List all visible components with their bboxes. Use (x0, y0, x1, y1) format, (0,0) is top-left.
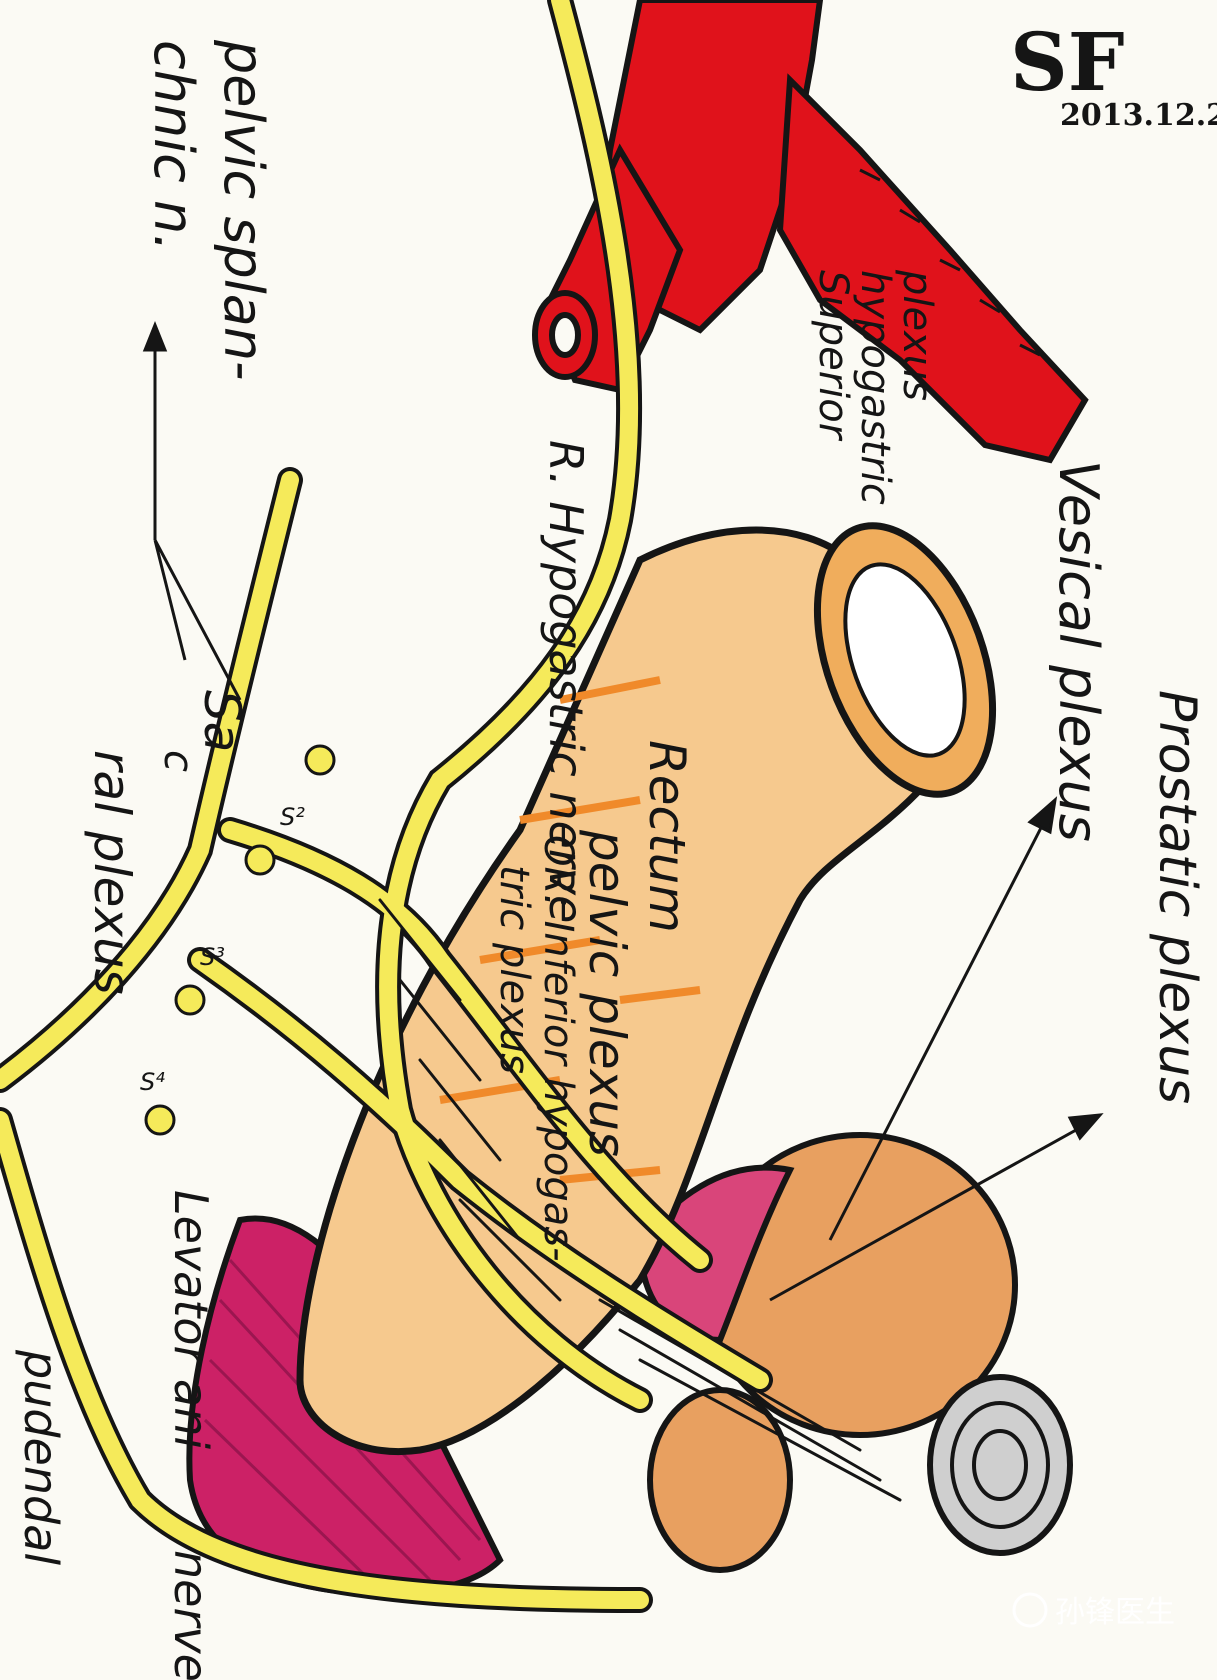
superior-line2: hypogastric (852, 270, 898, 505)
s4-label: S⁴ (140, 1068, 165, 1096)
drawing-date: 2013.12.21 (1060, 98, 1217, 133)
label-prostatic-plexus: Prostatic plexus (1147, 690, 1207, 1104)
sacral-line1: Sa (193, 690, 251, 752)
pudendal-line1: pudendal (14, 1349, 68, 1565)
rectum (296, 522, 997, 1455)
signature-block: SF 2013.12.21 (1010, 15, 1217, 133)
label-vesical-plexus: Vesical plexus (1047, 460, 1110, 842)
pudendal-line2: nerve (164, 1550, 218, 1680)
label-pelvic-plexus: pelvic plexus (578, 829, 636, 1157)
superior-line3: plexus (894, 269, 940, 401)
signature: SF (1010, 15, 1125, 109)
label-pelvic-splanchnic: pelvic splan- chnic n. (142, 39, 275, 381)
label-superior-hypogastric-plexus: Superior hypogastric plexus (810, 269, 940, 505)
wechat-icon (1012, 1592, 1048, 1628)
vesical-plexus-label: Vesical plexus (1047, 460, 1110, 842)
inferior-line1: OR: Inferior hypogas- (535, 835, 581, 1262)
s3-label: S³ (200, 943, 225, 971)
label-pudendal-nerve: pudendal nerve (14, 1349, 218, 1680)
rectum-label: Rectum (638, 740, 696, 933)
prostatic-plexus-label: Prostatic plexus (1147, 690, 1207, 1104)
label-r-hypogastric-nerve: R. Hypogastric nerve (539, 440, 593, 923)
superior-line1: Superior (810, 270, 856, 442)
pointer-arrows (142, 320, 1104, 1302)
nerve-network (0, 0, 902, 1613)
r-hypogastric: R. Hypogastric nerve (539, 440, 593, 923)
label-levator-ani: Levator ani (164, 1190, 218, 1449)
sacral-root-labels: S² S³ S⁴ (140, 803, 305, 1096)
label-sacral-plexus: Sa c ral plexus (83, 690, 251, 995)
levator-ani-label: Levator ani (164, 1190, 218, 1449)
s2-label: S² (280, 803, 305, 831)
watermark-text: 孙锋医生 (1055, 1595, 1175, 1630)
pelvic-plexus-label: pelvic plexus (578, 829, 636, 1157)
artery-vessels (532, 0, 1089, 464)
watermark: 孙锋医生 (1012, 1592, 1175, 1630)
label-rectum: Rectum (638, 740, 696, 933)
sacral-line2: c (155, 750, 201, 772)
splanchnic-line1: pelvic splan- (212, 39, 275, 381)
sacral-line3: ral plexus (83, 750, 141, 995)
label-inferior-hypogastric: OR: Inferior hypogas- tric plexus (491, 835, 581, 1262)
inferior-line2: tric plexus (491, 865, 537, 1074)
splanchnic-line2: chnic n. (142, 40, 205, 251)
